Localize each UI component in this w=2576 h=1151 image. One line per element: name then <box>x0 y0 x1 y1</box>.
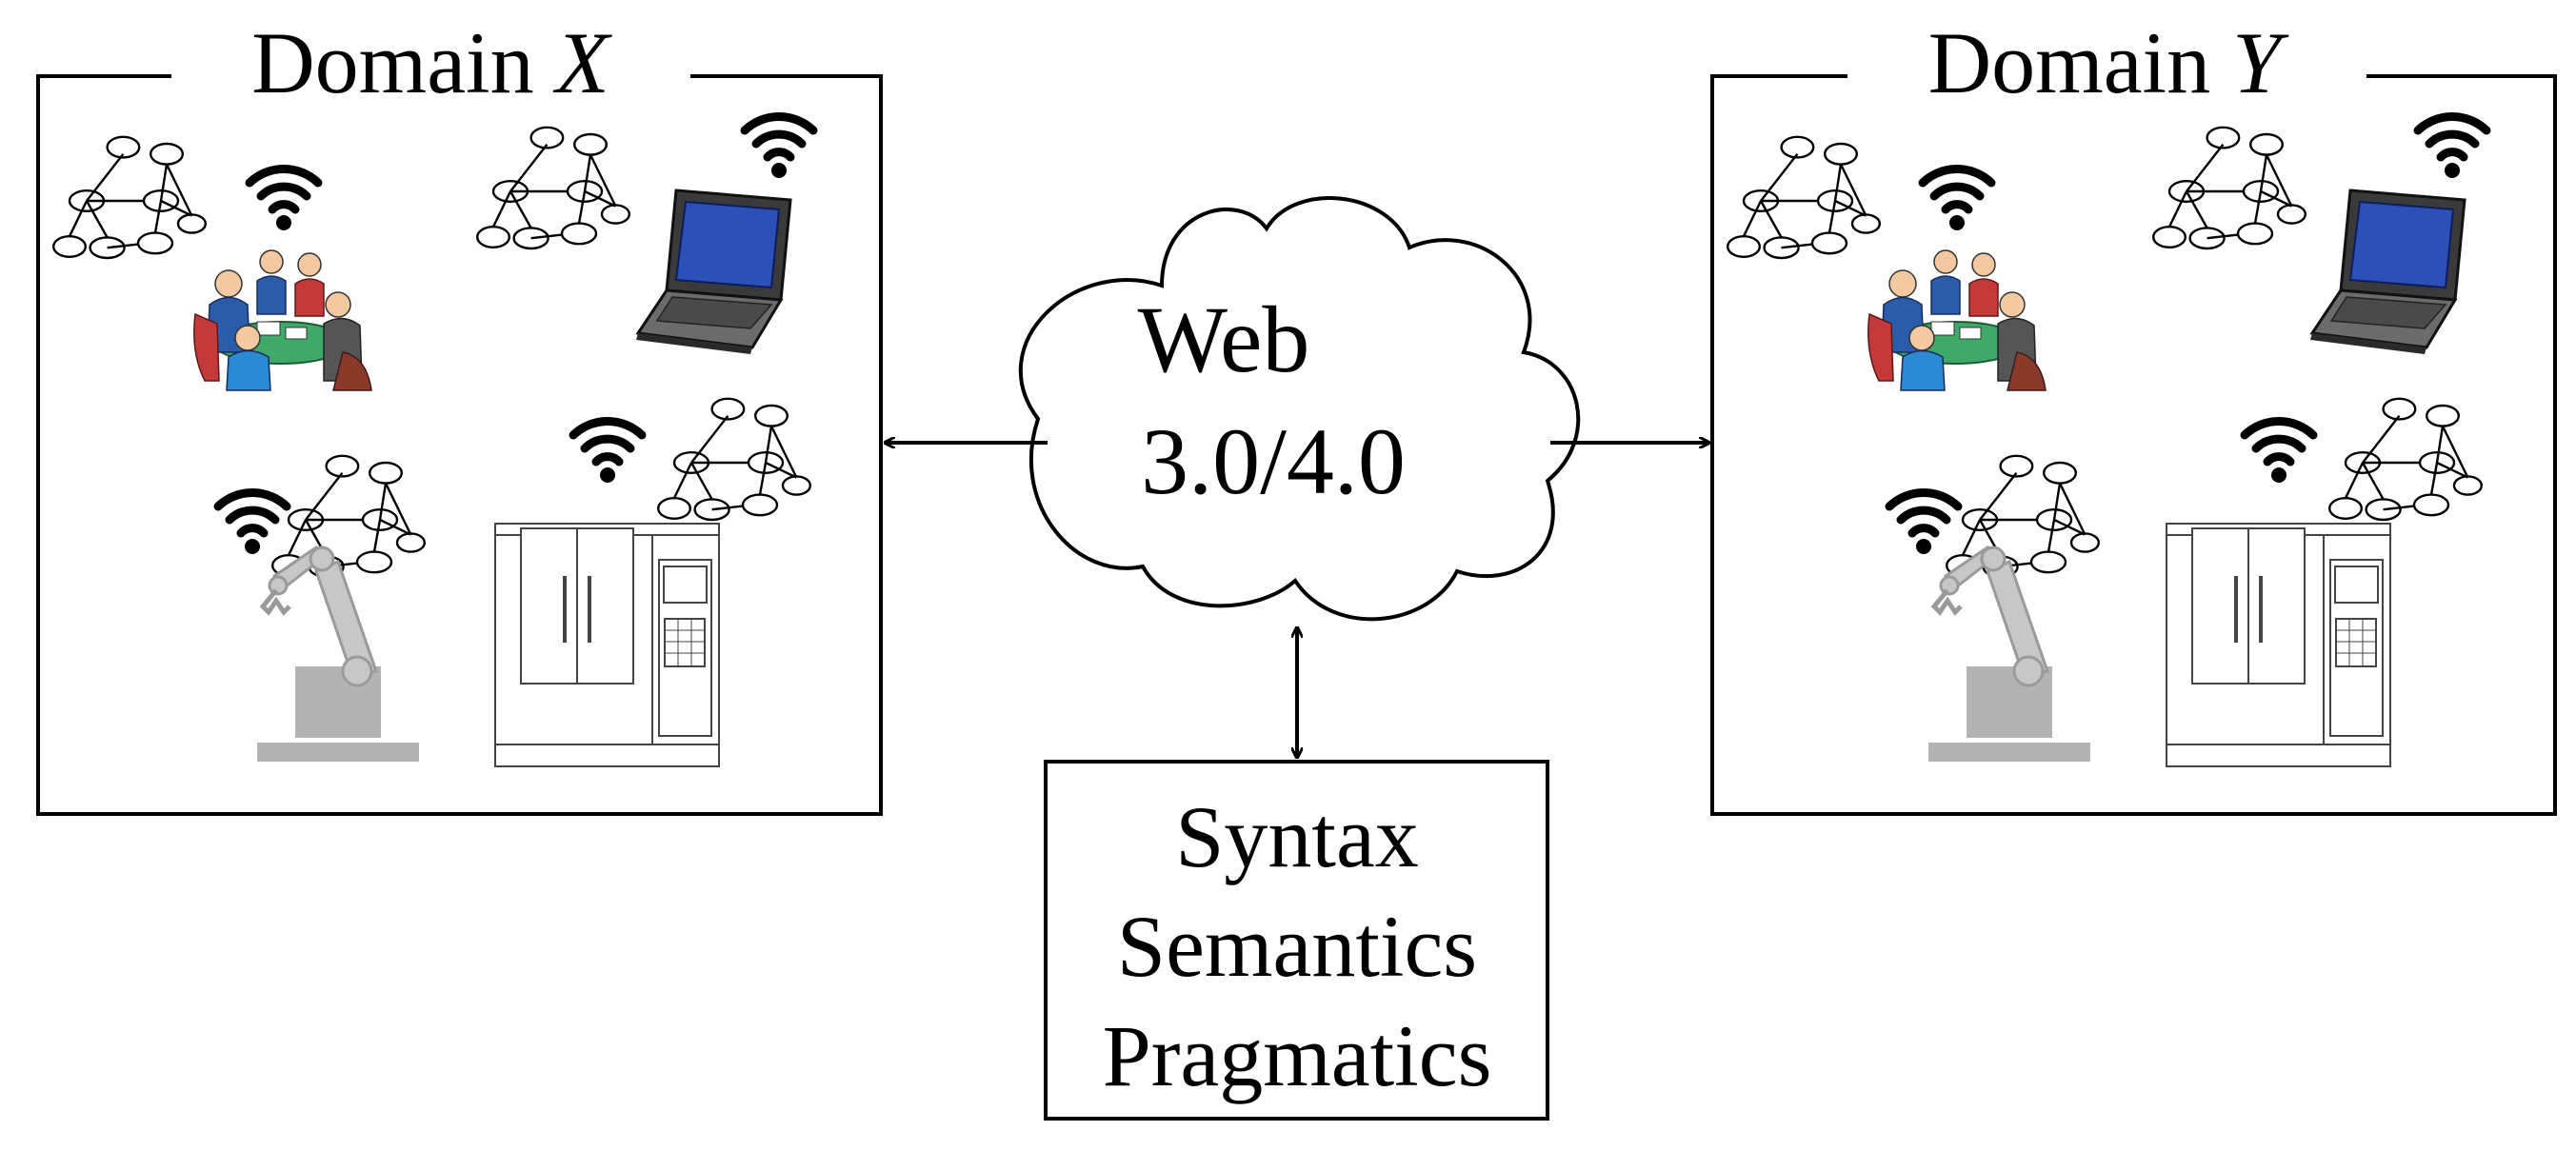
cloud-label-line2: 3.0/4.0 <box>1141 408 1406 514</box>
web-cloud: Web 3.0/4.0 <box>1018 195 1581 622</box>
laptop-icon <box>2308 189 2466 356</box>
layer-semantics: Semantics <box>1117 898 1477 995</box>
domain-x-title: Domain X <box>251 14 612 111</box>
layer-pragmatics: Pragmatics <box>1103 1007 1492 1104</box>
robot-arm-icon <box>1928 547 2090 762</box>
wifi-icon <box>250 169 318 230</box>
wifi-icon <box>1923 169 1991 230</box>
meeting-people-icon <box>192 249 372 391</box>
layers-box: Syntax Semantics Pragmatics <box>1044 760 1549 1121</box>
robot-arm-icon <box>257 547 419 762</box>
knowledge-graph-icon <box>52 135 208 260</box>
wifi-icon <box>1889 493 1958 554</box>
wifi-icon <box>573 422 642 483</box>
machine-tool-icon <box>2165 522 2392 768</box>
wifi-icon <box>2245 422 2313 483</box>
knowledge-graph-icon <box>2328 397 2484 522</box>
knowledge-graph-icon <box>476 126 631 250</box>
layer-syntax: Syntax <box>1175 788 1419 885</box>
knowledge-graph-icon <box>271 454 427 579</box>
wifi-icon <box>218 493 287 554</box>
domain-y-title: Domain Y <box>1928 14 2289 111</box>
cloud-label-line1: Web <box>1138 287 1310 392</box>
domain-y-box: Domain Y <box>1710 14 2557 816</box>
wifi-icon <box>2418 117 2486 178</box>
meeting-people-icon <box>1867 249 2047 391</box>
laptop-icon <box>634 189 792 356</box>
wifi-icon <box>745 117 813 178</box>
machine-tool-icon <box>493 522 721 768</box>
domain-x-box: Domain X <box>36 14 883 816</box>
knowledge-graph-icon <box>2152 126 2307 250</box>
knowledge-graph-icon <box>1726 135 1882 260</box>
knowledge-graph-icon <box>656 397 811 522</box>
